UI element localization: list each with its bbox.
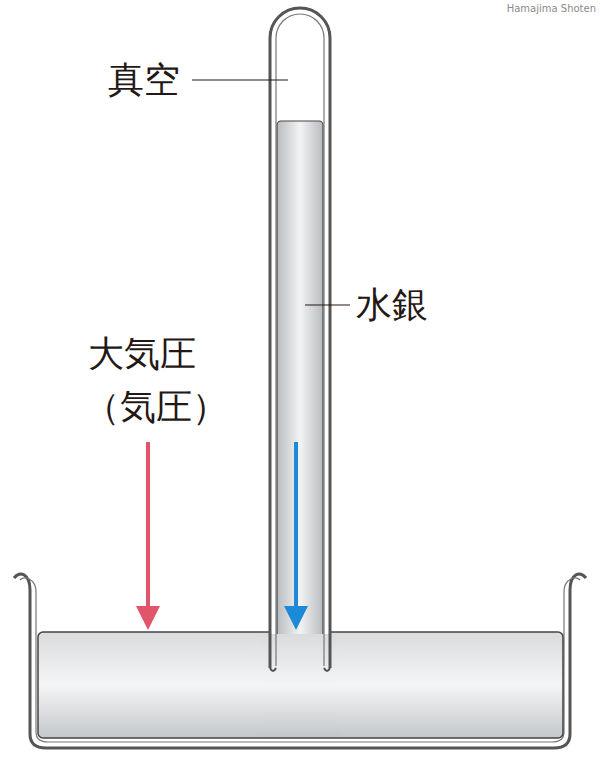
leader-line: [192, 79, 288, 80]
part-label: 大気圧: [88, 334, 196, 374]
watermark: Hamajima Shoten: [507, 3, 596, 14]
pressure-arrow: [146, 442, 150, 608]
weight-arrow: [294, 442, 298, 608]
part-label: （気圧）: [84, 387, 228, 427]
arrow-head: [136, 606, 160, 630]
tube-inner: [276, 14, 324, 666]
part-label: 水銀: [356, 285, 428, 325]
mercury-joint: [262, 634, 338, 737]
arrow-head: [284, 606, 308, 630]
tube-end: [270, 668, 330, 671]
mercury-column: [277, 121, 323, 681]
leader-line: [305, 304, 350, 305]
mercury-pool: [38, 632, 563, 738]
tube-outer: [270, 8, 330, 668]
part-label: 真空: [108, 60, 180, 100]
